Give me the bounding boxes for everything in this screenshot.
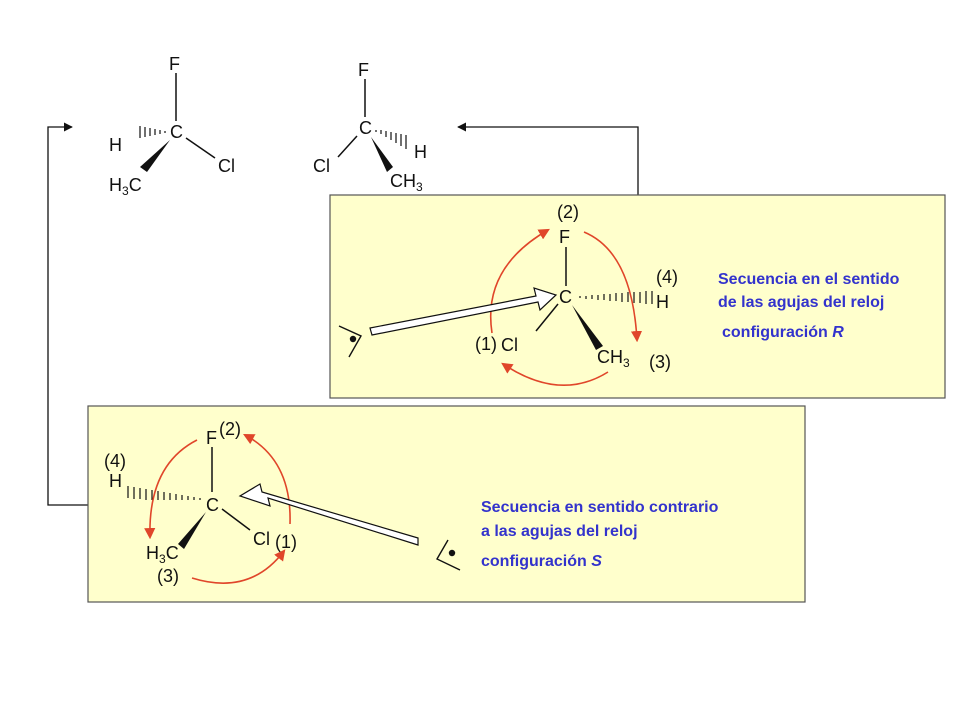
atom-cl: Cl: [313, 156, 330, 176]
caption-line-3: configuración S: [481, 553, 602, 570]
atom-h: H: [414, 142, 427, 162]
atom-f: F: [169, 54, 180, 74]
rotation-arrow: [191, 549, 286, 584]
priority-label: (2): [219, 419, 241, 439]
molecule-top-left: F C H Cl H3C: [109, 54, 235, 198]
view-arrow-icon: [369, 287, 558, 336]
connector-right: [457, 122, 639, 196]
atom-c: C: [206, 495, 219, 515]
hashed-bond: [375, 130, 407, 149]
atom-cl: Cl: [253, 529, 270, 549]
hashed-bond: [579, 291, 653, 304]
atom-f: F: [358, 60, 369, 80]
priority-label: (2): [557, 202, 579, 222]
rotation-arrow: [501, 362, 609, 387]
atom-c: C: [559, 287, 572, 307]
atom-f: F: [206, 428, 217, 448]
panel-s-configuration: [87, 405, 806, 603]
atom-h3c: H3C: [109, 175, 142, 198]
caption-line-2: de las agujas del reloj: [718, 294, 884, 311]
atom-h: H: [109, 471, 122, 491]
eye-icon: [338, 325, 362, 358]
eye-icon: [436, 539, 461, 571]
priority-label: (4): [104, 451, 126, 471]
atom-ch3: CH3: [390, 171, 423, 194]
rotation-arrow: [243, 433, 291, 525]
atom-c: C: [170, 122, 183, 142]
atom-ch3: CH3: [597, 347, 630, 370]
atom-h: H: [109, 135, 122, 155]
rotation-arrow: [489, 228, 550, 334]
atom-h: H: [656, 292, 669, 312]
caption-line-1: Secuencia en sentido contrario: [481, 499, 719, 516]
atom-c: C: [359, 118, 372, 138]
hashed-bond: [139, 126, 166, 138]
priority-label: (3): [649, 352, 671, 372]
atom-cl: Cl: [501, 335, 518, 355]
molecule-panel-r: F C H Cl CH3 (2) (4) (1) (3) Secuencia e…: [338, 202, 900, 387]
view-arrow-icon: [238, 483, 419, 546]
caption-line-2: a las agujas del reloj: [481, 523, 638, 540]
priority-label: (4): [656, 267, 678, 287]
panel-r-configuration: [329, 194, 946, 399]
atom-cl: Cl: [218, 156, 235, 176]
connector-left: [47, 122, 88, 506]
priority-label: (1): [275, 532, 297, 552]
priority-label: (1): [475, 334, 497, 354]
rotation-arrow: [144, 439, 198, 540]
caption-line-3: configuración R: [722, 324, 844, 341]
molecule-panel-s: F C H Cl H3C (2) (4) (1) (3) Secuencia e…: [104, 419, 719, 586]
molecule-top-right: F C Cl H CH3: [313, 60, 427, 194]
caption-line-1: Secuencia en el sentido: [718, 271, 900, 288]
atom-f: F: [559, 227, 570, 247]
rotation-arrow: [583, 231, 643, 343]
atom-h3c: H3C: [146, 543, 179, 566]
hashed-bond: [127, 486, 201, 500]
priority-label: (3): [157, 566, 179, 586]
